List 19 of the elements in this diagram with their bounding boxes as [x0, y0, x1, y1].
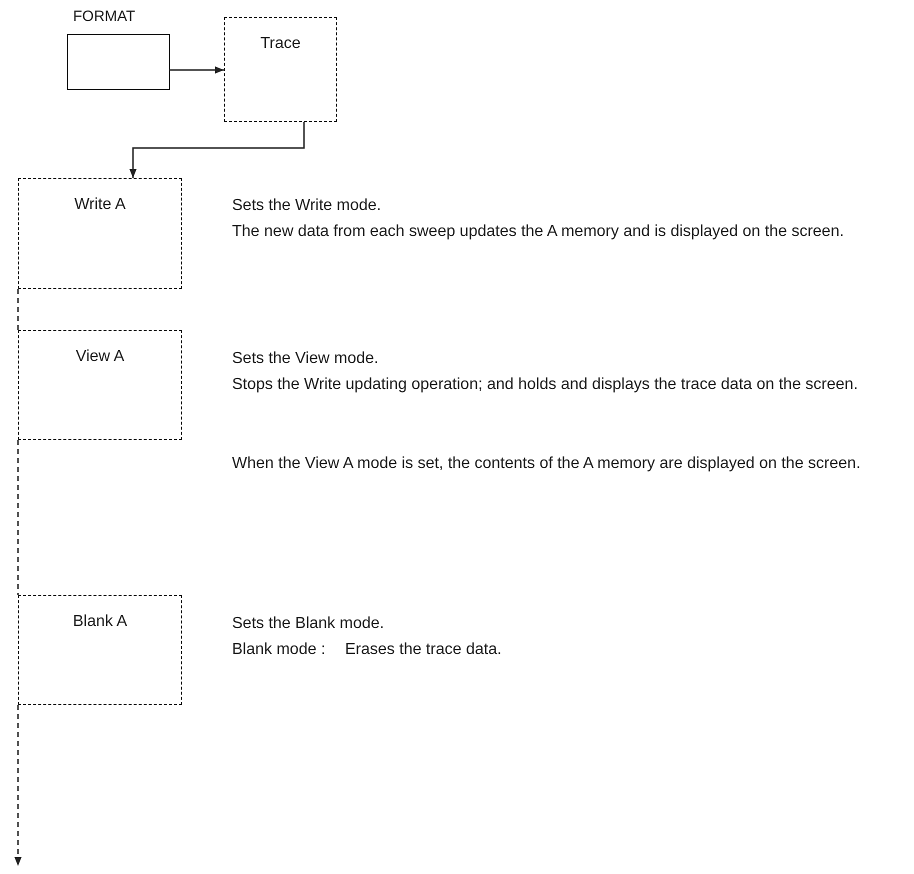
description-text: Sets the Write mode.: [232, 196, 382, 216]
box-label: Blank A: [72, 612, 128, 632]
description-text: Stops the Write updating operation; and holds and displays the trace data on the screen.: [232, 375, 859, 395]
box-label: View A: [76, 347, 124, 367]
box-label: Write A: [74, 195, 126, 215]
description-text: The new data from each sweep updates the A memory and is displayed on the screen.: [232, 222, 845, 242]
description-text: When the View A mode is set, the contents of the A memory are displayed on the screen.: [232, 454, 862, 474]
connector-arrow: [14, 705, 22, 866]
dashed-box: [224, 17, 337, 122]
connector-arrow: [170, 66, 224, 74]
dashed-box: [18, 330, 182, 440]
box-heading: FORMAT: [73, 8, 136, 26]
description-text: Sets the Blank mode.: [232, 614, 386, 634]
connector-arrow: [129, 122, 305, 178]
description-text: Erases the trace data.: [345, 640, 503, 660]
description-text: Sets the View mode.: [232, 349, 380, 369]
box-label: Trace: [260, 34, 301, 54]
dashed-box: [18, 178, 182, 289]
dashed-box: [18, 595, 182, 705]
